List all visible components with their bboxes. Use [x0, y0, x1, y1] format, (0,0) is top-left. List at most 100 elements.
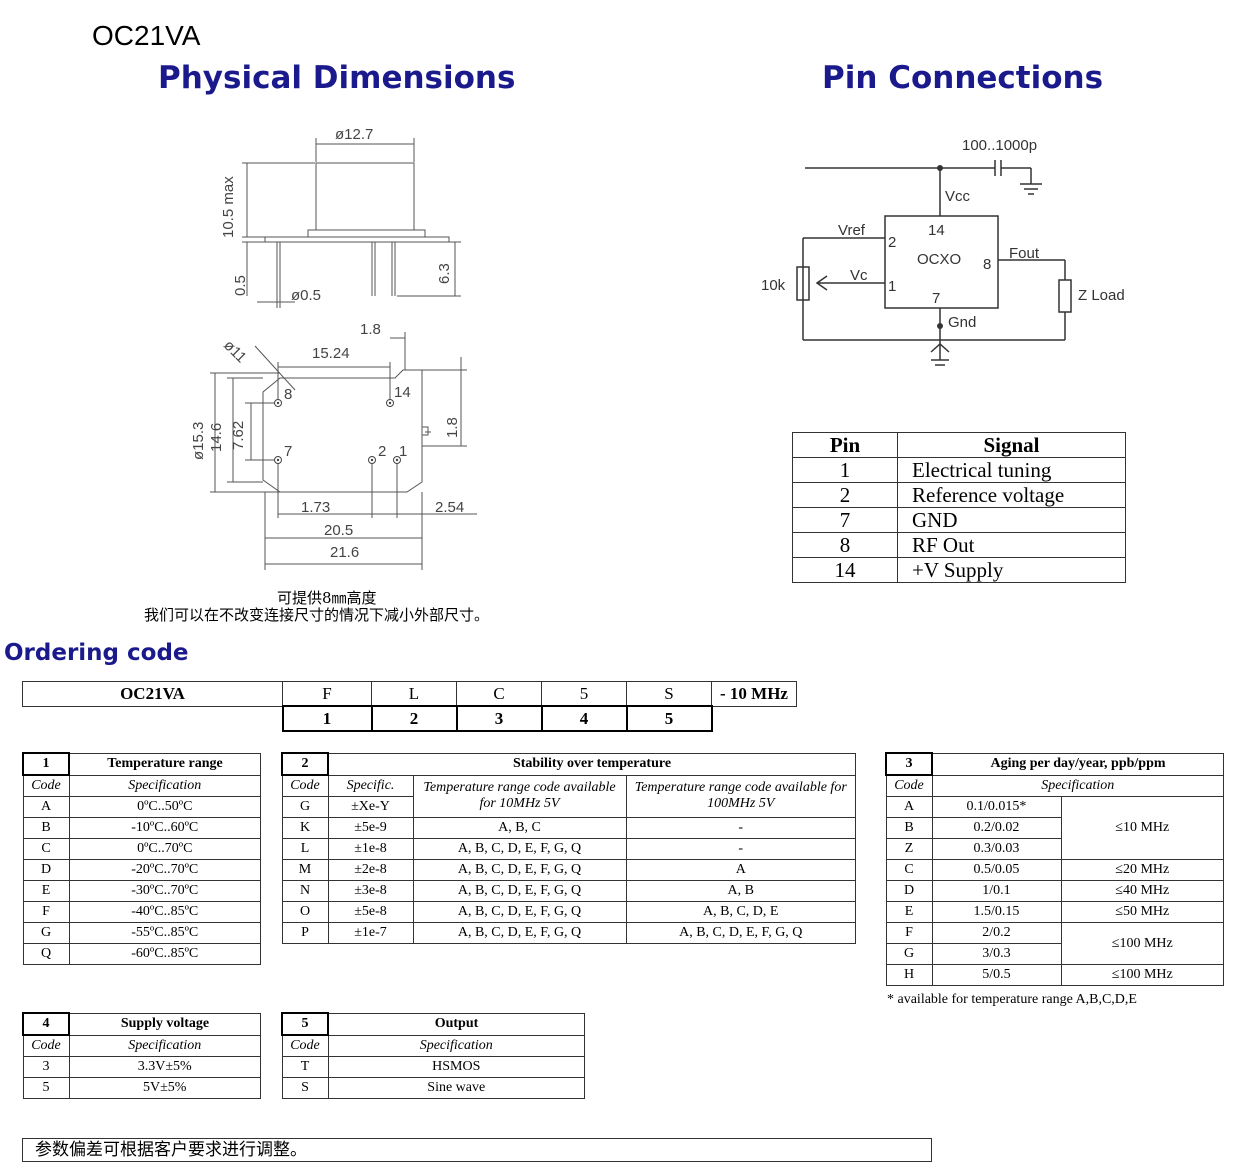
resistor-label: 10k: [761, 277, 786, 294]
code-cell: Z: [885, 838, 933, 860]
spec-cell: ±5e-8: [327, 901, 414, 923]
col-code: Code: [885, 774, 933, 797]
code-cell: A: [885, 796, 933, 818]
dim-d127: ø12.7: [335, 126, 373, 143]
col-spec: Specification: [931, 774, 1224, 797]
spec-cell: -55ºC..85ºC: [68, 922, 261, 944]
signal-cell: +V Supply: [897, 557, 1126, 583]
dim-h63: 6.3: [436, 263, 453, 284]
code-cell: D: [885, 880, 933, 902]
table-number: 3: [885, 752, 933, 776]
spec-cell: ±1e-8: [327, 838, 414, 860]
spec-cell: 1.5/0.15: [931, 901, 1062, 923]
pin14-label: 14: [928, 222, 945, 239]
table-row: 14+V Supply: [792, 557, 1126, 583]
spec-cell: HSMOS: [327, 1056, 585, 1078]
pin-cell: 1: [792, 457, 898, 483]
signal-cell: Reference voltage: [897, 482, 1126, 508]
ordering-code-table: OC21VA F L C 5 S - 10 MHz 1 2 3 4 5: [22, 681, 797, 732]
spec-cell: 3/0.3: [931, 943, 1062, 965]
table-row: E-30ºC..70ºC: [22, 880, 261, 902]
table-number: 5: [281, 1012, 329, 1036]
dim-d205: 20.5: [324, 522, 353, 539]
spec-cell: Sine wave: [327, 1077, 585, 1099]
code-cell: B: [885, 817, 933, 839]
dim-d153: ø15.3: [190, 422, 207, 460]
range-100-cell: -: [625, 838, 856, 860]
dimension-drawing: ø12.7 10.5 max 0.5 ø0.5 6.3 1.8 15.24 ø1…: [190, 126, 477, 570]
pin2-label: 2: [888, 234, 896, 251]
col-code: Code: [281, 774, 329, 797]
dim-d146: 14.6: [208, 423, 225, 452]
ocxo-label: OCXO: [917, 251, 961, 268]
signal-cell: Electrical tuning: [897, 457, 1126, 483]
freq-cell: ≤20 MHz: [1060, 859, 1224, 881]
table-title: Stability over temperature: [327, 752, 856, 776]
spec-cell: ±2e-8: [327, 859, 414, 881]
table-row: G±Xe-Y: [281, 796, 856, 818]
model-name: OC21VA: [92, 20, 201, 51]
range-10-cell: A, B, C, D, E, F, G, Q: [412, 838, 627, 860]
signal-cell: GND: [897, 507, 1126, 533]
freq-cell: ≤100 MHz: [1060, 922, 1224, 965]
code-num-4: 4: [540, 705, 628, 732]
col-spec: Specific.: [327, 774, 414, 797]
pin-cell: 7: [792, 507, 898, 533]
pin-cell: 8: [792, 532, 898, 558]
pin-label-1: 1: [399, 443, 407, 460]
fout-label: Fout: [1009, 245, 1040, 262]
table-row: Q-60ºC..85ºC: [22, 943, 261, 965]
range-10-cell: A, B, C, D, E, F, G, Q: [412, 922, 627, 944]
code-cell: O: [281, 901, 329, 923]
dim-h05: 0.5: [232, 275, 249, 296]
code-s: S: [626, 681, 712, 707]
spec-cell: -20ºC..70ºC: [68, 859, 261, 881]
code-cell: F: [22, 901, 70, 923]
dim-d05: ø0.5: [291, 287, 321, 304]
code-cell: G: [885, 943, 933, 965]
col-spec: Specification: [327, 1034, 585, 1057]
col-code: Code: [22, 774, 70, 797]
dim-d762: 7.62: [230, 421, 247, 450]
code-cell: G: [22, 922, 70, 944]
code-cell: S: [281, 1077, 329, 1099]
code-cell: B: [22, 817, 70, 839]
code-num-1: 1: [281, 705, 373, 732]
dim-h105: 10.5 max: [220, 176, 237, 238]
spec-cell: ±1e-7: [327, 922, 414, 944]
spec-cell: -30ºC..70ºC: [68, 880, 261, 902]
spec-cell: 0.2/0.02: [931, 817, 1062, 839]
col-spec: Specification: [68, 774, 261, 797]
vref-label: Vref: [838, 222, 866, 239]
table-number: 4: [22, 1012, 70, 1036]
code-c: C: [456, 681, 542, 707]
vcc-label: Vcc: [945, 188, 971, 205]
table-title: Temperature range: [68, 752, 261, 776]
freq-cell: ≤100 MHz: [1060, 964, 1224, 986]
pin-cell: 14: [792, 557, 898, 583]
code-freq: - 10 MHz: [711, 681, 797, 707]
code-num-2: 2: [370, 705, 458, 732]
code-cell: C: [22, 838, 70, 860]
zload-label: Z Load: [1078, 287, 1125, 304]
code-cell: P: [281, 922, 329, 944]
spec-cell: 3.3V±5%: [68, 1056, 261, 1078]
spec-cell: 0.5/0.05: [931, 859, 1062, 881]
code-5: 5: [541, 681, 627, 707]
pin-label-2: 2: [378, 443, 386, 460]
table-number: 2: [281, 752, 329, 776]
code-model: OC21VA: [22, 681, 283, 707]
